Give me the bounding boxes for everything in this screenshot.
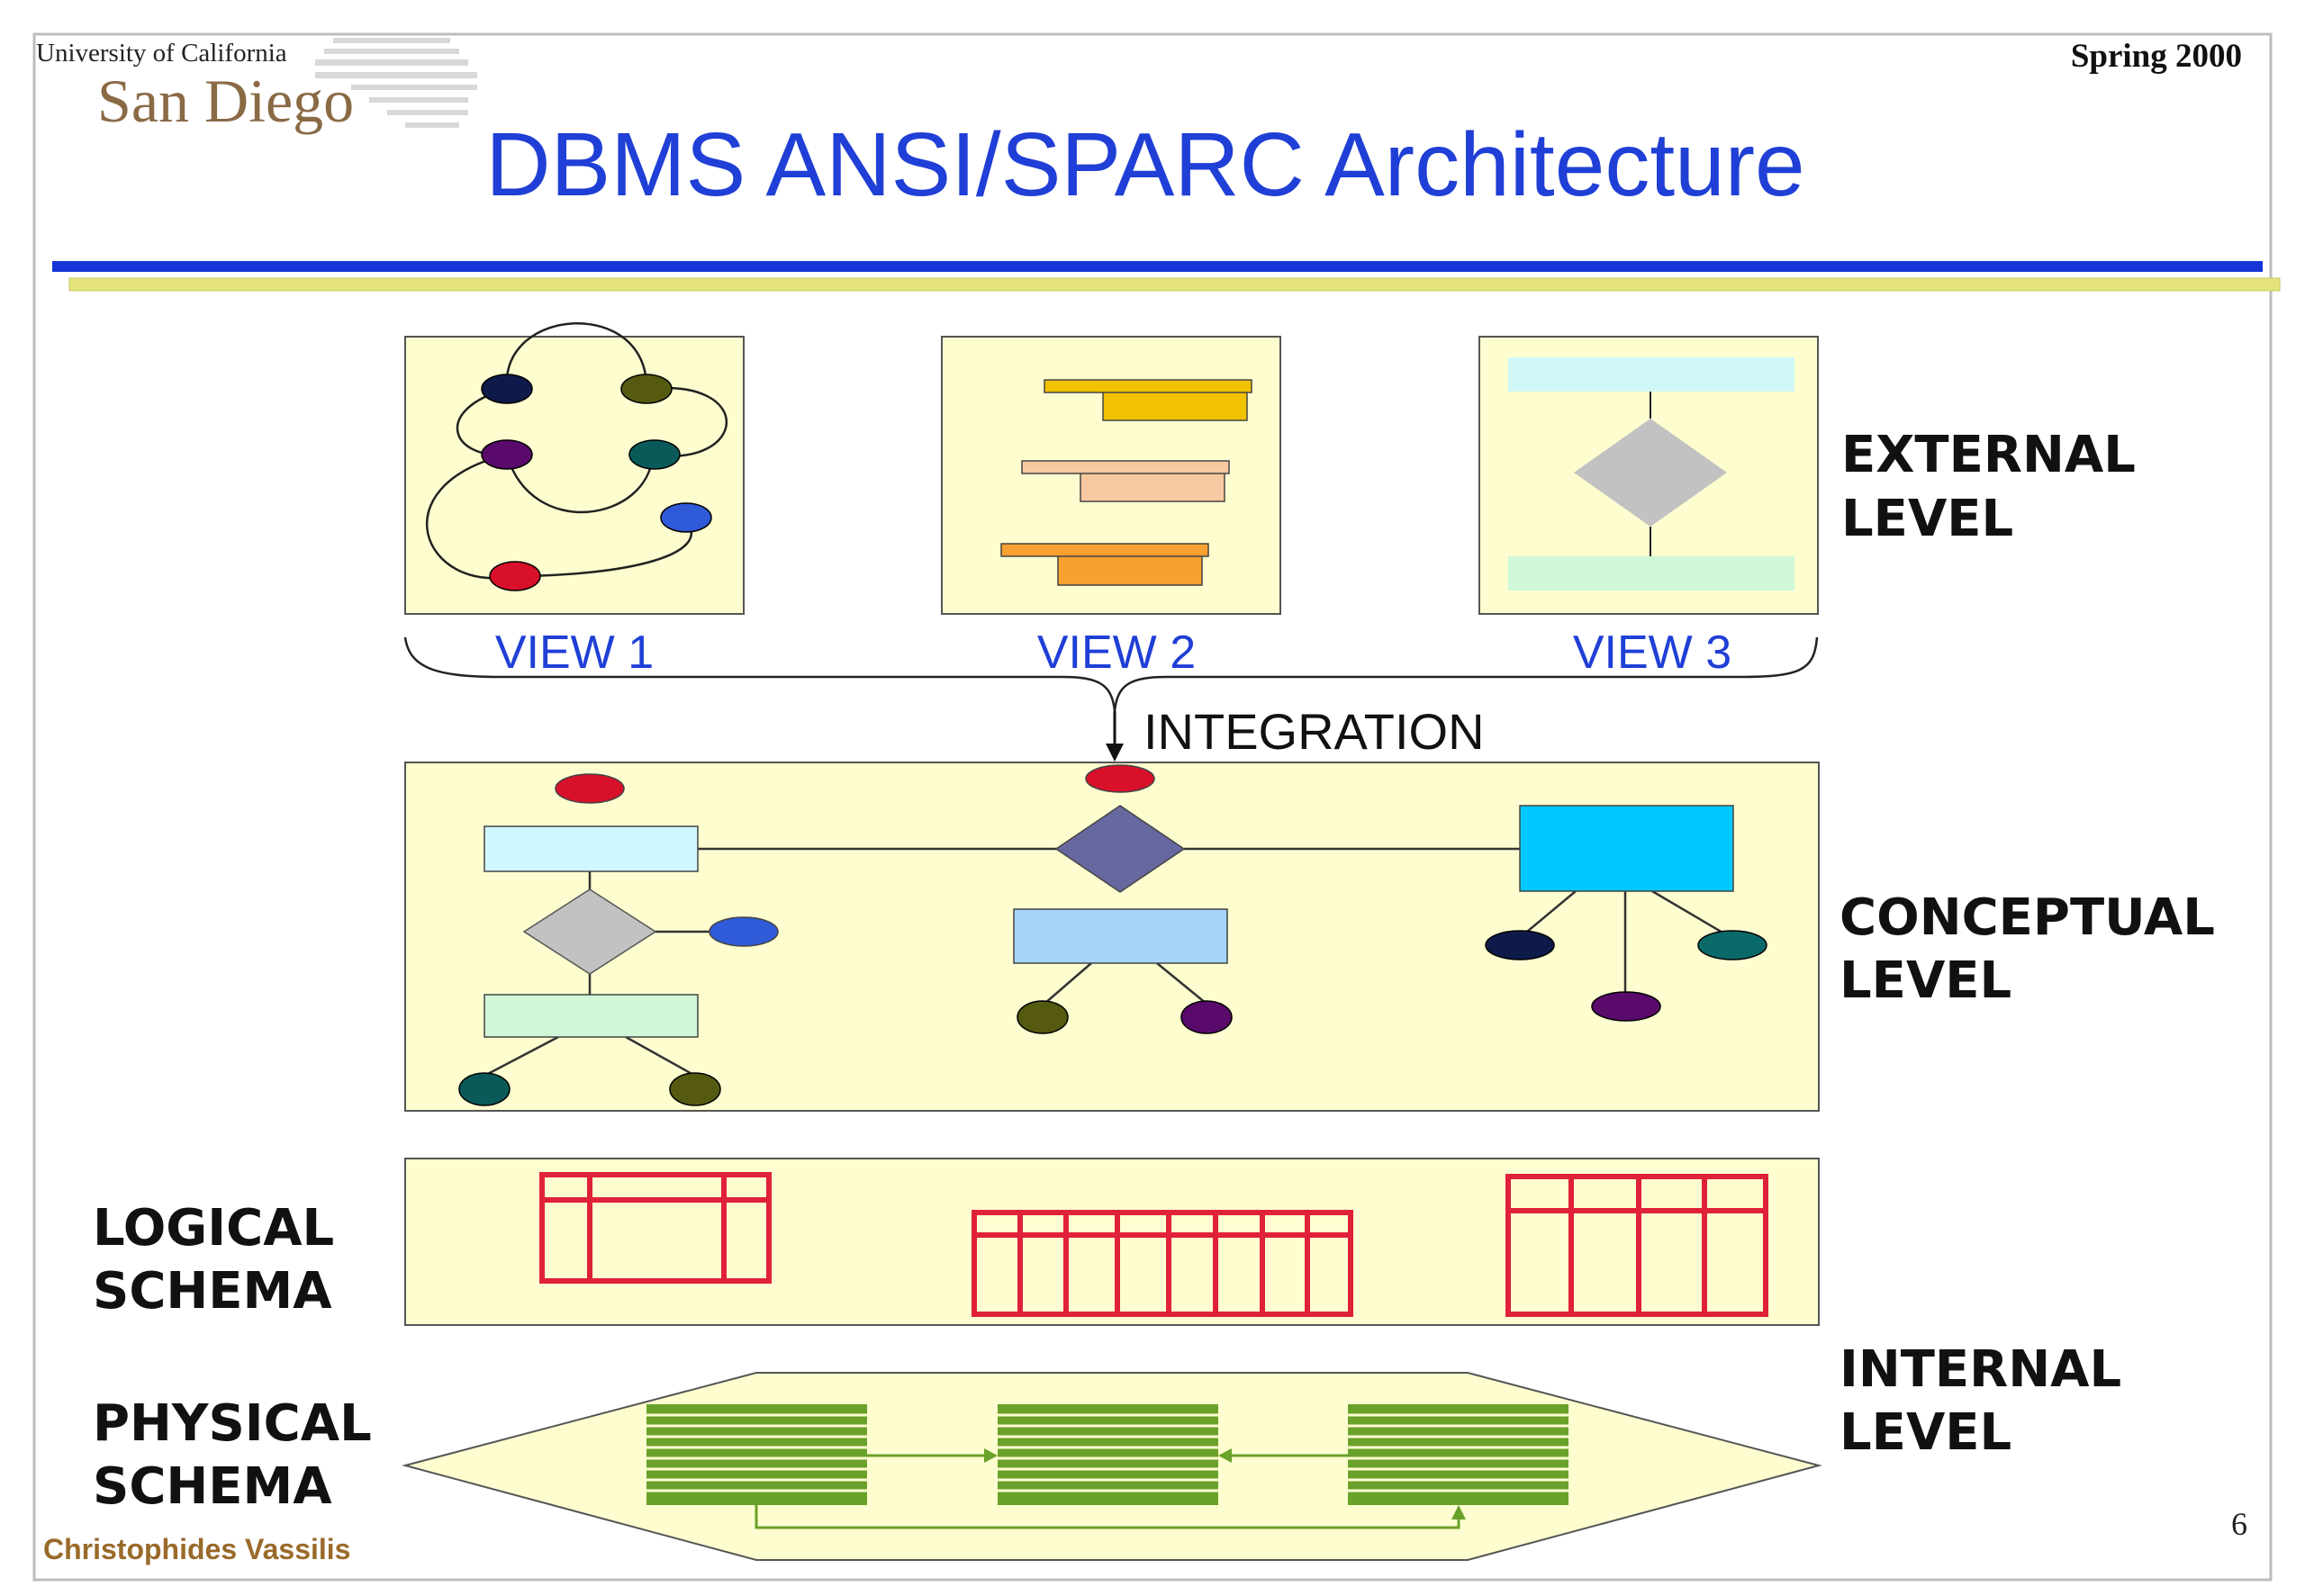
- storage-block: [646, 1404, 867, 1505]
- view-1-node: [481, 374, 533, 404]
- conceptual-attribute: [1085, 764, 1155, 793]
- conceptual-schema-panel: [404, 762, 1820, 1112]
- storage-pointer-arrowhead: [1218, 1448, 1232, 1463]
- external-level-label-line2: LEVEL: [1841, 490, 2013, 548]
- external-level-label-line1: EXTERNAL: [1841, 426, 2136, 484]
- conceptual-attribute: [1697, 930, 1767, 960]
- conceptual-level-label-line2: LEVEL: [1839, 951, 2011, 1010]
- view-1-panel: [404, 322, 745, 615]
- conceptual-entity: [1013, 908, 1228, 964]
- logical-table: [1505, 1174, 1768, 1317]
- physical-schema-panel: [402, 1372, 1822, 1561]
- conceptual-entity: [1519, 805, 1734, 892]
- view-2-entity: [1044, 379, 1252, 393]
- conceptual-entity: [484, 994, 699, 1038]
- conceptual-relationship: [522, 888, 657, 975]
- storage-block: [1348, 1404, 1568, 1505]
- conceptual-attribute: [1180, 1000, 1233, 1034]
- view-1-node: [489, 561, 541, 591]
- slide-border: [32, 32, 2273, 1582]
- view-2-panel: [941, 336, 1281, 615]
- storage-block: [998, 1404, 1218, 1505]
- title-rule-blue: [52, 261, 2263, 272]
- physical-schema-label-line2: SCHEMA: [93, 1457, 332, 1516]
- integration-label: INTEGRATION: [1143, 703, 1485, 760]
- view-2-entity: [1000, 543, 1209, 557]
- conceptual-attribute: [1017, 1000, 1069, 1034]
- view-3-relationship: [1574, 419, 1727, 527]
- logical-schema-panel: [404, 1158, 1820, 1326]
- view-1-label: VIEW 1: [495, 627, 654, 679]
- logo-campus-text: San Diego: [97, 67, 354, 135]
- storage-pointer-arrowhead: [984, 1448, 998, 1463]
- view-2-entity: [1021, 460, 1230, 474]
- view-1-node: [660, 502, 712, 533]
- view-2-label: VIEW 2: [1037, 627, 1196, 679]
- view-1-node: [481, 439, 533, 470]
- storage-pointer-arrowhead: [1451, 1505, 1466, 1519]
- page-number: 6: [2231, 1506, 2247, 1542]
- logical-table: [972, 1210, 1353, 1317]
- logical-schema-label-line1: LOGICAL: [93, 1199, 334, 1258]
- storage-pointer: [755, 1505, 1460, 1529]
- logical-schema-label-line2: SCHEMA: [93, 1262, 332, 1321]
- title-rule-yellow: [68, 277, 2281, 292]
- view-2-entity: [1057, 553, 1203, 586]
- footer-author: Christophides Vassilis: [43, 1533, 350, 1565]
- view-3-entity: [1508, 357, 1794, 392]
- slide-title: DBMS ANSI/SPARC Architecture: [485, 114, 1804, 215]
- view-3-entity: [1508, 556, 1794, 591]
- physical-schema-label-line1: PHYSICAL: [93, 1394, 372, 1453]
- slide-date: Spring 2000: [2071, 38, 2242, 75]
- conceptual-attribute: [669, 1072, 721, 1106]
- integration-arrowhead: [1106, 744, 1124, 762]
- internal-level-label-line2: LEVEL: [1839, 1403, 2011, 1462]
- conceptual-attribute: [458, 1072, 511, 1106]
- ucsd-logo: University of California San Diego: [36, 38, 477, 135]
- view-1-node: [628, 439, 681, 470]
- conceptual-attribute: [1485, 930, 1555, 960]
- view-3-label: VIEW 3: [1573, 627, 1731, 679]
- logical-table: [539, 1172, 772, 1284]
- view-2-entity: [1102, 388, 1248, 421]
- conceptual-level-label-line1: CONCEPTUAL: [1839, 888, 2215, 947]
- conceptual-attribute: [555, 773, 625, 804]
- view-1-node: [620, 374, 673, 404]
- conceptual-attribute: [709, 916, 779, 947]
- internal-level-label-line1: INTERNAL: [1839, 1340, 2121, 1399]
- conceptual-relationship: [1054, 805, 1186, 893]
- logo-streaks: [315, 38, 477, 128]
- conceptual-attribute: [1591, 991, 1661, 1022]
- conceptual-entity: [484, 825, 699, 872]
- logo-university-text: University of California: [36, 39, 287, 68]
- view-3-panel: [1478, 336, 1819, 615]
- view-2-entity: [1080, 469, 1225, 502]
